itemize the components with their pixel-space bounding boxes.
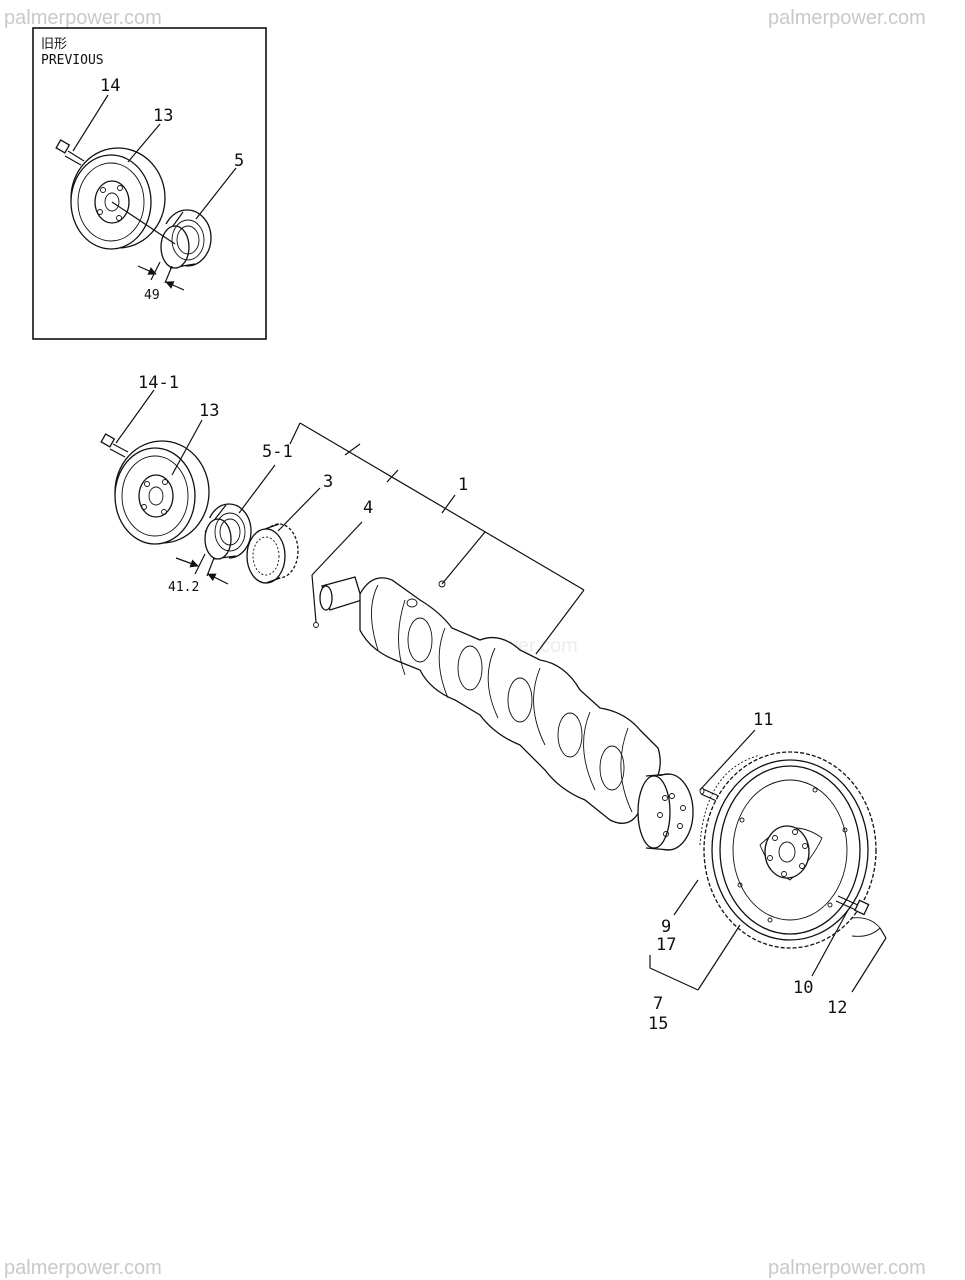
inset-title-jp: 旧形: [41, 37, 67, 52]
inset-pulley: [70, 147, 166, 250]
main-callout-spacer: 5-1: [262, 442, 293, 462]
main-washer: [851, 917, 881, 937]
main-crank-oilhole: [438, 580, 446, 588]
main-flywheel-bolt: [835, 895, 870, 916]
watermark-bottom-right: palmerpower.com: [768, 1257, 926, 1279]
main-spacer: [204, 503, 252, 560]
main-crankshaft: [319, 576, 694, 851]
main-callout-gear: 3: [323, 472, 333, 492]
main-callout-flywheel-bolt: 10: [793, 978, 813, 998]
main-flywheel: [703, 751, 877, 949]
inset-frame: [32, 27, 267, 340]
main-callout-crankshaft: 1: [458, 475, 468, 495]
watermark-bottom-left: palmerpower.com: [4, 1257, 162, 1279]
main-pulley: [114, 440, 210, 545]
inset-previous: 旧形 PREVIOUS: [32, 27, 267, 340]
inset-callout-spacer: 5: [234, 151, 244, 171]
main-callout-washer: 12: [827, 998, 847, 1018]
inset-callout-pulley: 13: [153, 106, 173, 126]
main-callout-ring-gear-a: 9: [661, 917, 671, 937]
main-callout-bolt: 14-1: [138, 373, 179, 393]
watermark-top-left: palmerpower.com: [4, 7, 162, 29]
main-bolt: [100, 433, 129, 458]
main-callout-pin: 11: [753, 710, 773, 730]
inset-callout-bolt: 14: [100, 76, 120, 96]
main-callout-pulley: 13: [199, 401, 219, 421]
inset-spacer: [160, 209, 212, 269]
main-callout-key: 4: [363, 498, 373, 518]
main-gear: [246, 523, 299, 584]
main-ring-gear: [699, 754, 761, 846]
main-assembly: 41.2: [100, 373, 887, 1034]
watermark-top-right: palmerpower.com: [768, 7, 926, 29]
main-dimension: 41.2: [168, 580, 199, 595]
main-callout-flywheel-b: 15: [648, 1014, 668, 1034]
main-key: [313, 622, 319, 628]
main-callout-flywheel-a: 7: [653, 994, 663, 1014]
inset-bolt: [55, 139, 85, 166]
inset-dimension: 49: [144, 288, 160, 303]
main-callout-ring-gear-b: 17: [656, 935, 676, 955]
inset-title-en: PREVIOUS: [41, 53, 104, 68]
